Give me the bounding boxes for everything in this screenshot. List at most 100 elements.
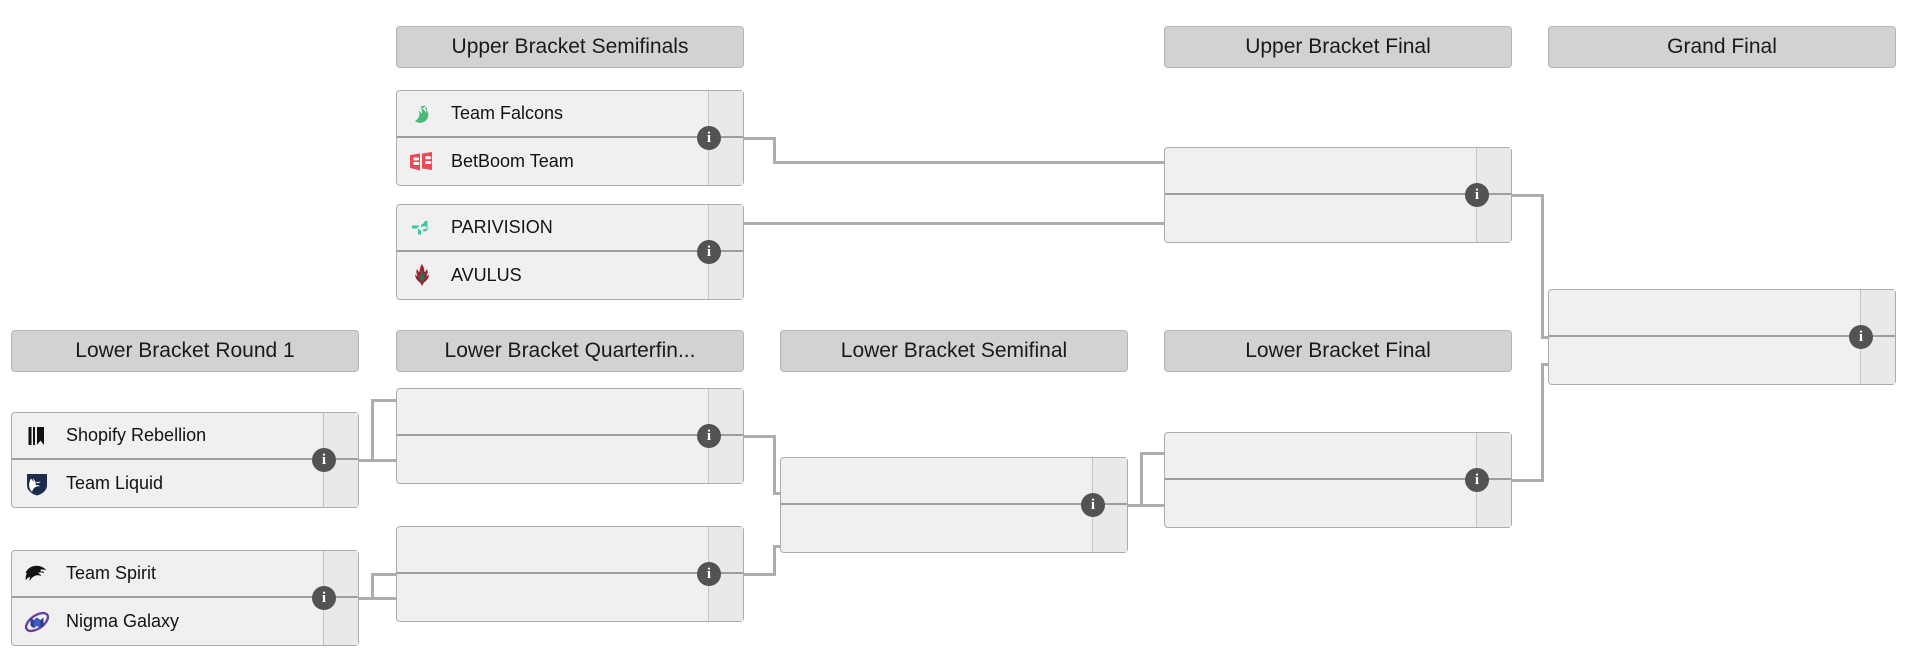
connector-lbqf1-out xyxy=(744,435,776,438)
connector-lbqf1-to-lbsf xyxy=(773,492,785,495)
match-lower-bracket-quarterfinal-2[interactable]: i xyxy=(396,526,744,622)
match-opponent-row[interactable]: BetBoom Team xyxy=(397,138,743,185)
round-header-grand-final[interactable]: Grand Final xyxy=(1548,26,1896,68)
opponent-name: Team Falcons xyxy=(451,103,564,123)
round-header-lower-bracket-final[interactable]: Lower Bracket Final xyxy=(1164,330,1512,372)
connector-lbf-vert xyxy=(1541,363,1544,482)
match-info-icon[interactable]: i xyxy=(312,586,336,610)
round-header-lower-bracket-semifinal[interactable]: Lower Bracket Semifinal xyxy=(780,330,1128,372)
connector-ubsf1-vert xyxy=(773,137,776,164)
opponent-name: Nigma Galaxy xyxy=(66,611,180,631)
opponent-name: AVULUS xyxy=(451,265,522,285)
connector-lbqf2-vert xyxy=(773,545,776,576)
match-opponent-row[interactable] xyxy=(1165,148,1511,195)
match-opponent-row[interactable]: PARIVISION xyxy=(397,205,743,252)
match-info-icon[interactable]: i xyxy=(697,424,721,448)
match-opponent-row[interactable] xyxy=(1549,337,1895,384)
connector-ubsf2-to-ubf xyxy=(744,222,1165,225)
opponent-main xyxy=(1549,337,1861,384)
match-opponent-row[interactable]: Shopify Rebellion xyxy=(12,413,358,460)
round-header-upper-bracket-final[interactable]: Upper Bracket Final xyxy=(1164,26,1512,68)
connector-lbsf-feed xyxy=(1140,452,1166,455)
round-header-label: Upper Bracket Final xyxy=(1245,35,1431,58)
match-lower-bracket-semifinal[interactable]: i xyxy=(780,457,1128,553)
connector-lbsf-vert xyxy=(1140,452,1143,506)
opponent-main xyxy=(1165,480,1477,527)
nigma-galaxy-logo xyxy=(22,607,52,637)
match-lower-bracket-round-1-match-2[interactable]: Team Spirit Nigma Galaxy xyxy=(11,550,359,646)
opponent-main xyxy=(397,389,709,434)
match-info-icon[interactable]: i xyxy=(1465,468,1489,492)
team-liquid-logo xyxy=(22,469,52,499)
match-opponent-row[interactable] xyxy=(397,389,743,436)
connector-ubf-out xyxy=(1512,194,1544,197)
match-lower-bracket-round-1-match-1[interactable]: Shopify Rebellion Team Liquid xyxy=(11,412,359,508)
connector-lbr1m2-to-lbqf2 xyxy=(359,597,401,600)
opponent-main xyxy=(781,458,1093,503)
match-info-icon[interactable]: i xyxy=(697,562,721,586)
connector-lbr1m1-to-lbqf1 xyxy=(359,459,401,462)
opponent-main: BetBoom Team xyxy=(397,138,709,185)
match-opponent-row[interactable] xyxy=(397,436,743,483)
match-opponent-row[interactable]: Team Falcons xyxy=(397,91,743,138)
connector-ubsf1-out xyxy=(744,137,776,140)
match-opponent-row[interactable]: AVULUS xyxy=(397,252,743,299)
match-opponent-row[interactable] xyxy=(397,527,743,574)
opponent-main: Team Falcons xyxy=(397,91,709,136)
match-opponent-row[interactable] xyxy=(1549,290,1895,337)
match-opponent-row[interactable] xyxy=(781,505,1127,552)
match-opponent-row[interactable] xyxy=(397,574,743,621)
opponent-main xyxy=(1165,195,1477,242)
opponent-main xyxy=(397,527,709,572)
match-lower-bracket-quarterfinal-1[interactable]: i xyxy=(396,388,744,484)
opponent-main xyxy=(781,505,1093,552)
team-spirit-logo xyxy=(22,559,52,589)
match-info-icon[interactable]: i xyxy=(1465,183,1489,207)
team-falcons-logo xyxy=(407,99,437,129)
connector-ubf-to-gf xyxy=(1541,336,1553,339)
connector-lbqf1-vert xyxy=(773,435,776,495)
match-info-icon[interactable]: i xyxy=(1849,325,1873,349)
avulus-logo xyxy=(407,261,437,291)
match-info-icon[interactable]: i xyxy=(697,126,721,150)
round-header-upper-bracket-semifinals[interactable]: Upper Bracket Semifinals xyxy=(396,26,744,68)
opponent-main: PARIVISION xyxy=(397,205,709,250)
round-header-lower-bracket-round-1[interactable]: Lower Bracket Round 1 xyxy=(11,330,359,372)
connector-lbr1m2-vert xyxy=(371,573,374,599)
round-header-label: Lower Bracket Round 1 xyxy=(75,339,295,362)
match-grand-final[interactable]: i xyxy=(1548,289,1896,385)
connector-lbr1m2-feed xyxy=(371,573,401,576)
connector-lbf-to-gf xyxy=(1541,363,1553,366)
betboom-logo xyxy=(407,147,437,177)
connector-ubf-vert xyxy=(1541,194,1544,338)
connector-lbqf2-out xyxy=(744,573,776,576)
match-opponent-row[interactable] xyxy=(1165,433,1511,480)
match-opponent-row[interactable]: Nigma Galaxy xyxy=(12,598,358,645)
round-header-label: Lower Bracket Final xyxy=(1245,339,1431,362)
opponent-main: Shopify Rebellion xyxy=(12,413,324,458)
match-upper-bracket-final[interactable]: i xyxy=(1164,147,1512,243)
match-opponent-row[interactable] xyxy=(1165,480,1511,527)
connector-lbsf-to-lbf xyxy=(1128,504,1164,507)
match-info-icon[interactable]: i xyxy=(697,240,721,264)
match-lower-bracket-final[interactable]: i xyxy=(1164,432,1512,528)
opponent-name: PARIVISION xyxy=(451,217,553,237)
opponent-main xyxy=(397,436,709,483)
connector-lbr1m1-feed xyxy=(371,399,401,402)
round-header-label: Lower Bracket Semifinal xyxy=(840,339,1068,362)
match-opponent-row[interactable] xyxy=(781,458,1127,505)
opponent-main: AVULUS xyxy=(397,252,709,299)
match-upper-bracket-semifinal-2[interactable]: PARIVISION AVULUS i xyxy=(396,204,744,300)
opponent-name: BetBoom Team xyxy=(451,151,574,171)
opponent-main xyxy=(1165,148,1477,193)
match-info-icon[interactable]: i xyxy=(312,448,336,472)
round-header-label: Grand Final xyxy=(1667,35,1777,58)
round-header-lower-bracket-quarterfinals[interactable]: Lower Bracket Quarterfin... xyxy=(396,330,744,372)
match-info-icon[interactable]: i xyxy=(1081,493,1105,517)
match-opponent-row[interactable]: Team Spirit xyxy=(12,551,358,598)
match-upper-bracket-semifinal-1[interactable]: Team Falcons BetBoom Team xyxy=(396,90,744,186)
match-opponent-row[interactable] xyxy=(1165,195,1511,242)
opponent-main xyxy=(397,574,709,621)
match-opponent-row[interactable]: Team Liquid xyxy=(12,460,358,507)
